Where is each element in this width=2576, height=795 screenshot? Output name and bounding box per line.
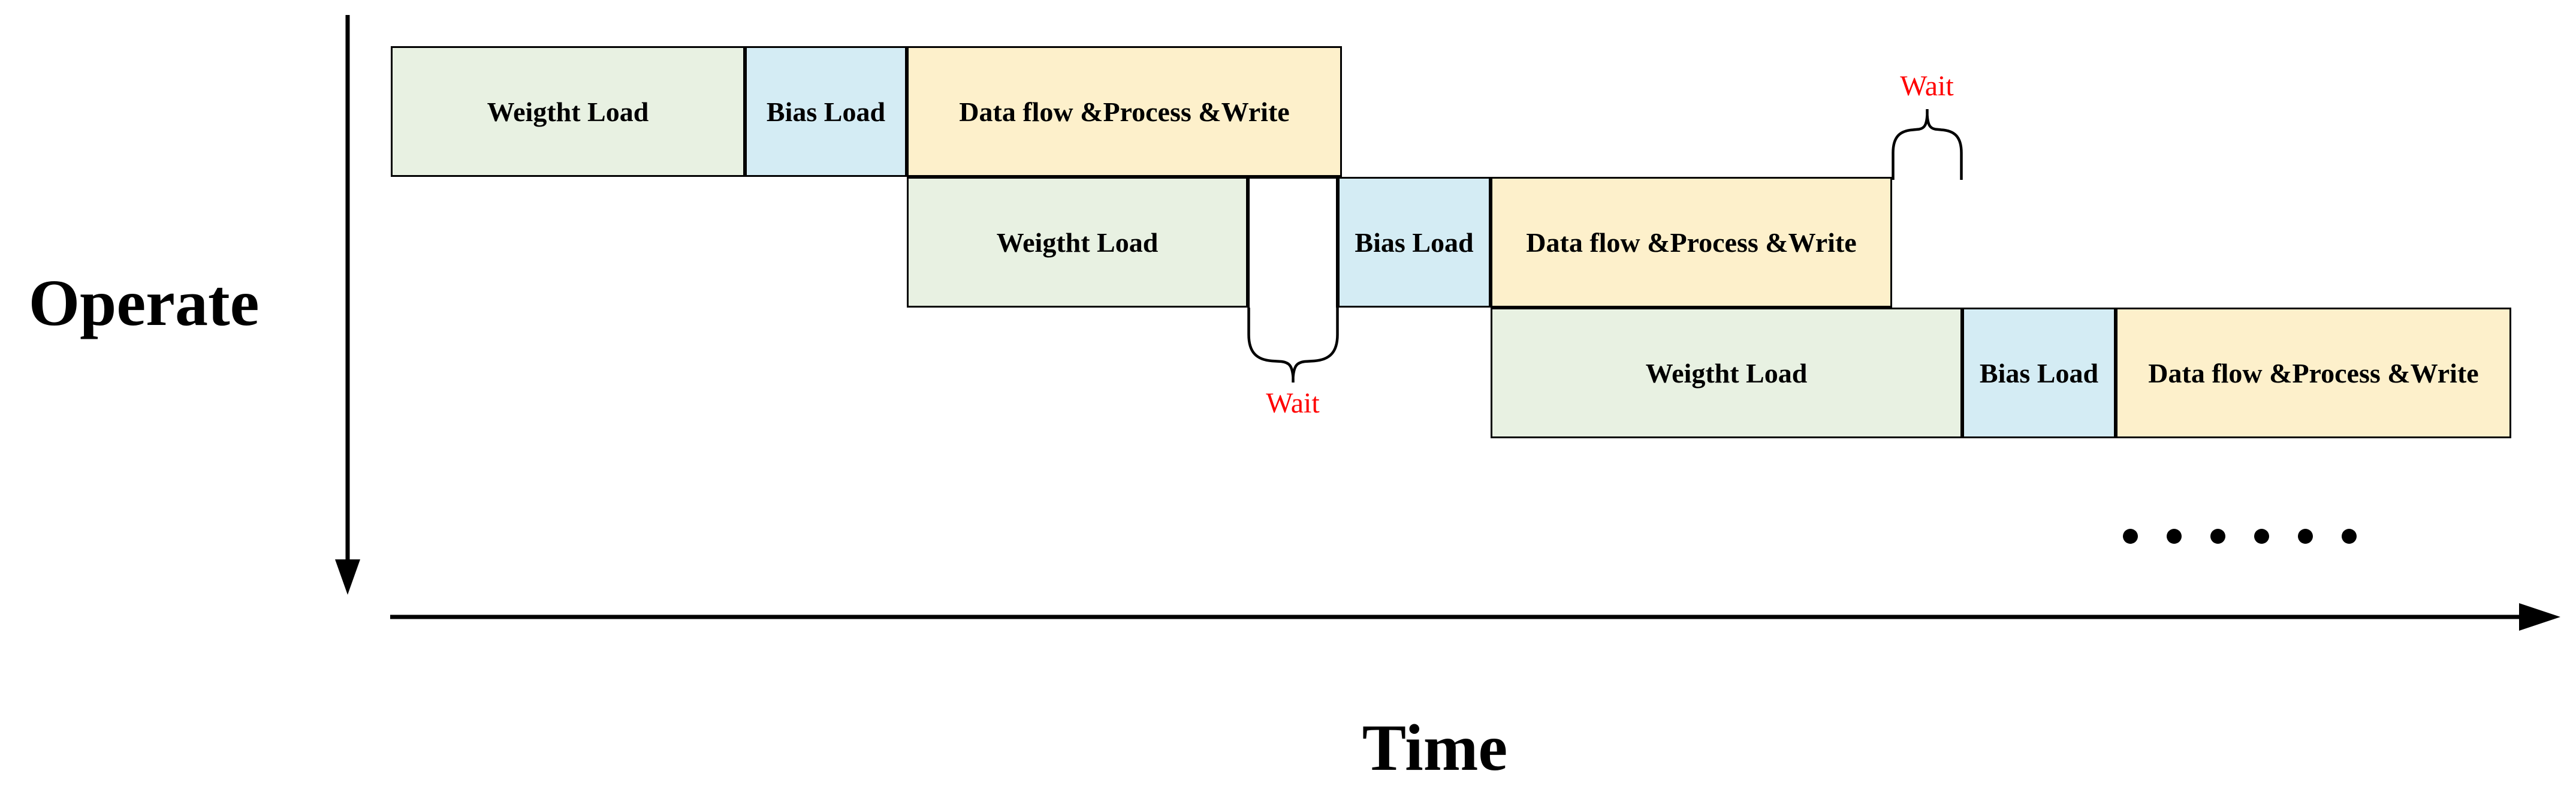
ellipsis-dots bbox=[2123, 529, 2357, 544]
weight-load-block: Weigtht Load bbox=[907, 177, 1248, 308]
weight-block-label: Weigtht Load bbox=[1645, 357, 1808, 389]
ellipsis-dot-icon bbox=[2342, 529, 2357, 544]
bias-load-block: Bias Load bbox=[1962, 308, 2116, 438]
x-axis-title: Time bbox=[1362, 711, 1508, 784]
y-axis-arrowhead-icon bbox=[335, 559, 360, 595]
data-load-block: Data flow &Process &Write bbox=[907, 46, 1342, 177]
bias-block-label: Bias Load bbox=[1355, 227, 1474, 258]
data-load-block: Data flow &Process &Write bbox=[2116, 308, 2511, 438]
bias-load-block: Bias Load bbox=[1338, 177, 1491, 308]
bias-block-label: Bias Load bbox=[766, 96, 886, 127]
data-block-label: Data flow &Process &Write bbox=[959, 96, 1290, 127]
wait-label-bottom: Wait bbox=[1266, 387, 1320, 419]
wait-brace-bottom-icon bbox=[1247, 306, 1339, 383]
ellipsis-dot-icon bbox=[2167, 529, 2182, 544]
wait-brace-top-icon bbox=[1892, 109, 1963, 180]
ellipsis-dot-icon bbox=[2254, 529, 2269, 544]
weight-load-block: Weigtht Load bbox=[1491, 308, 1962, 438]
x-axis-arrowhead-icon bbox=[2519, 603, 2560, 631]
wait-gap-block bbox=[1248, 177, 1338, 308]
weight-load-block: Weigtht Load bbox=[391, 46, 745, 177]
ellipsis-dot-icon bbox=[2123, 529, 2138, 544]
data-load-block: Data flow &Process &Write bbox=[1491, 177, 1892, 308]
weight-block-label: Weigtht Load bbox=[487, 96, 649, 127]
data-block-label: Data flow &Process &Write bbox=[1526, 227, 1857, 258]
bias-block-label: Bias Load bbox=[1979, 357, 2099, 389]
data-block-label: Data flow &Process &Write bbox=[2148, 357, 2479, 389]
bias-load-block: Bias Load bbox=[745, 46, 907, 177]
wait-label-top: Wait bbox=[1900, 70, 1954, 102]
ellipsis-dot-icon bbox=[2298, 529, 2313, 544]
y-axis-title: Operate bbox=[28, 266, 260, 339]
ellipsis-dot-icon bbox=[2210, 529, 2225, 544]
weight-block-label: Weigtht Load bbox=[996, 227, 1159, 258]
